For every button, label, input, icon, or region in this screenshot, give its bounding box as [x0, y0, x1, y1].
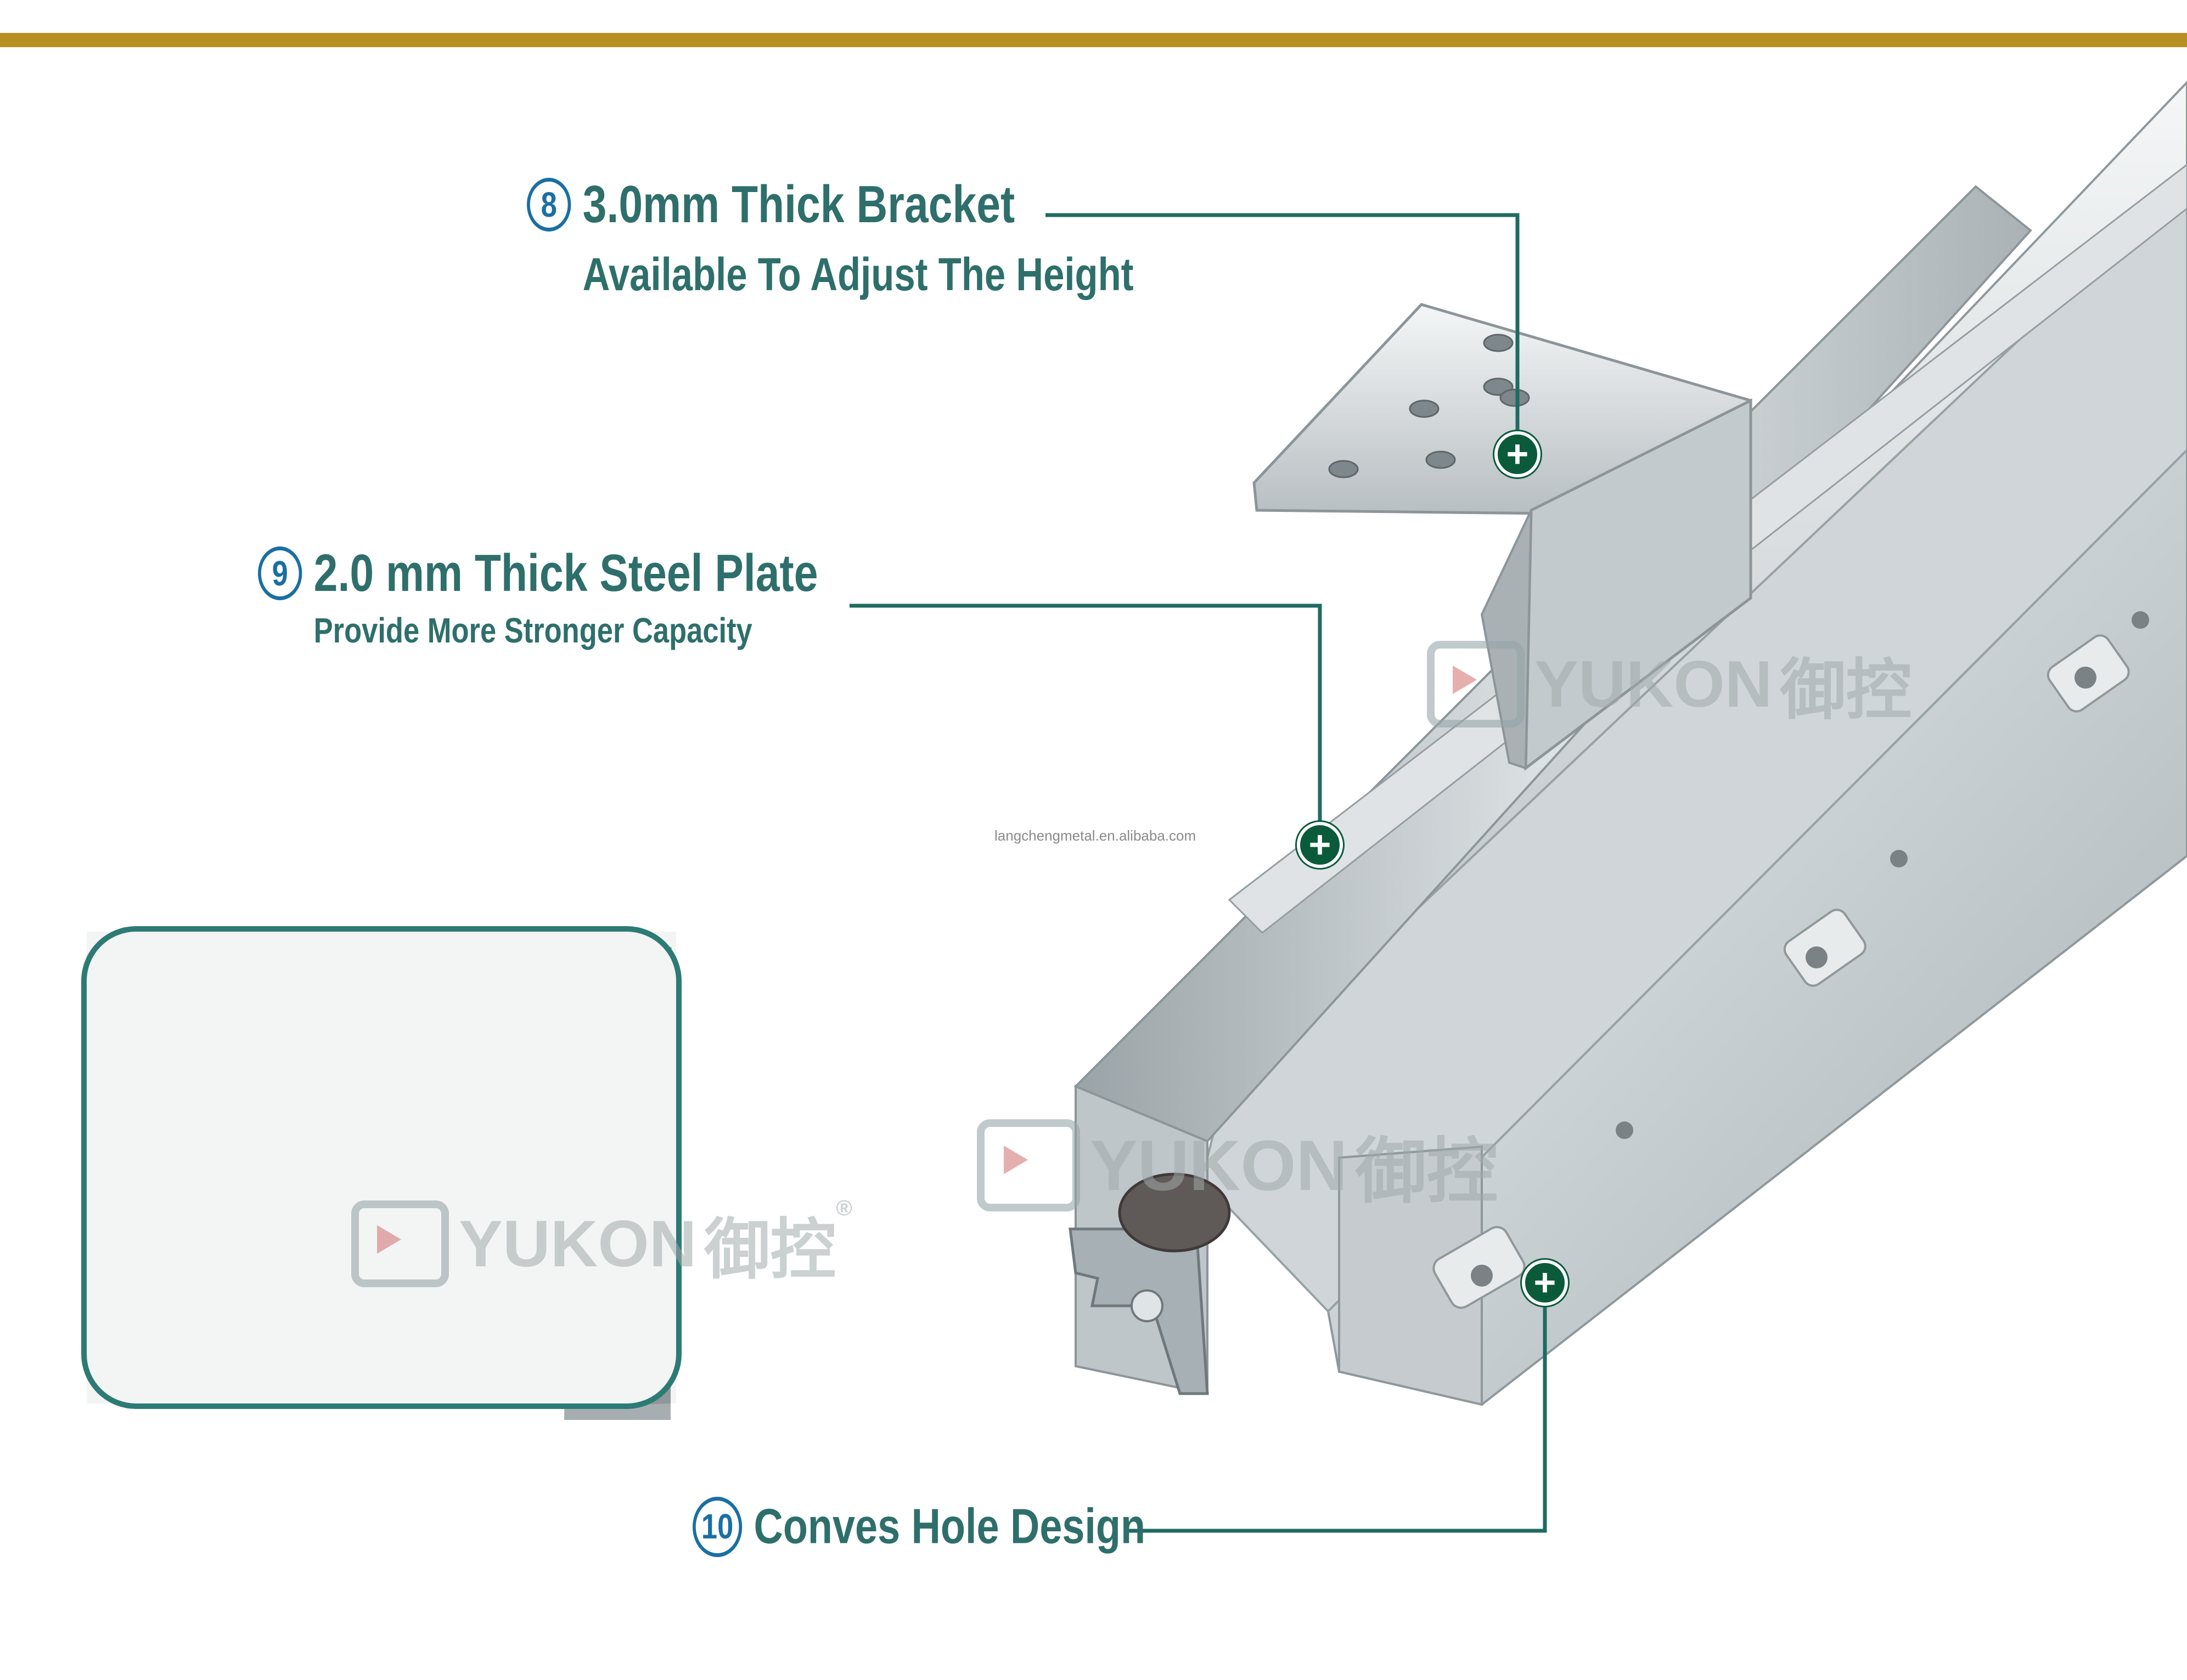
- callout-number-badge: 8: [527, 178, 571, 232]
- bearing-roller: [1118, 1172, 1231, 1253]
- watermark-chinese-text: 御控: [1355, 1131, 1498, 1211]
- brand-logo-icon: [1427, 641, 1525, 728]
- watermark-brand: YUKON 御控 ®: [351, 1196, 852, 1292]
- callout-subtitle: Provide More Stronger Capacity: [313, 611, 752, 650]
- brand-logo-icon: [977, 1119, 1080, 1211]
- watermark-brand-text: YUKON: [1090, 1125, 1348, 1205]
- leader-lines: [850, 213, 1547, 1533]
- plus-icon[interactable]: +: [1494, 431, 1541, 477]
- outer-rail-end: [1338, 1145, 1483, 1406]
- end-hole: [1131, 1289, 1163, 1322]
- inset-closeup-frame: [81, 926, 682, 1409]
- watermark-brand: YUKON 御控: [1427, 636, 1911, 732]
- watermark-chinese-text: 御控: [1780, 653, 1912, 727]
- watermark-brand-text: YUKON: [1534, 647, 1773, 721]
- round-holes: [1471, 611, 2149, 1287]
- plus-icon[interactable]: +: [1297, 822, 1343, 868]
- callout-title: Conves Hole Design: [754, 1499, 1146, 1554]
- source-url-text: langchengmetal.en.alibaba.com: [994, 827, 1196, 844]
- watermark-registered-mark: ®: [836, 1196, 852, 1220]
- watermark-brand: YUKON 御控: [977, 1114, 1498, 1217]
- brand-logo-icon: [351, 1200, 449, 1287]
- callout-number-badge: 9: [258, 546, 302, 600]
- bracket-holes: [1328, 334, 1530, 478]
- watermark-brand-text: YUKON: [459, 1207, 697, 1281]
- callout-number-badge: 10: [693, 1497, 743, 1557]
- watermark-chinese-text: 御控: [704, 1213, 836, 1287]
- callout-title: 3.0mm Thick Bracket: [582, 175, 1015, 234]
- callout-subtitle: Available To Adjust The Height: [582, 249, 1134, 300]
- plus-icon[interactable]: +: [1522, 1260, 1568, 1306]
- top-accent-bar: [0, 33, 2187, 47]
- callout-title: 2.0 mm Thick Steel Plate: [313, 544, 818, 602]
